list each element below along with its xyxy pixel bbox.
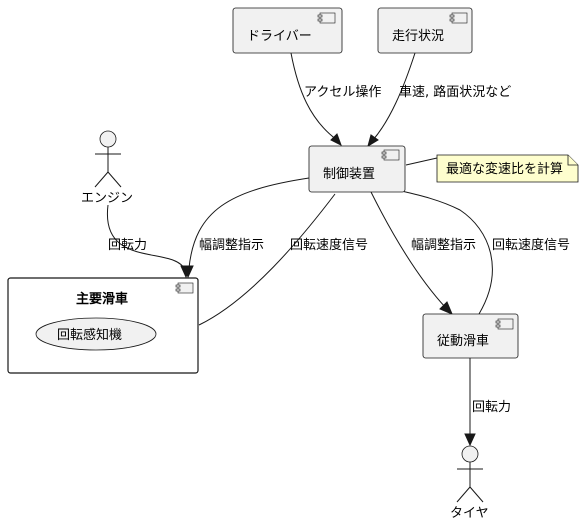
note-text: 最適な変速比を計算 [446,161,563,177]
edge-label-main-width: 幅調整指示 [199,238,264,253]
edge-label-accelerator: アクセル操作 [304,84,381,100]
component-driver[interactable]: ドライバー [232,7,343,54]
actor-tire[interactable]: タイヤ [450,445,489,521]
edge-label-tire-rotation: 回転力 [472,400,511,415]
component-driving-status[interactable]: 走行状況 [377,7,473,54]
actor-engine[interactable]: エンジン [81,130,133,206]
edge-driver-controller [290,52,338,141]
arrowhead [464,433,476,447]
actor-person-icon [456,445,484,503]
component-driver-label: ドライバー [247,29,312,44]
edge-label-engine-rotation: 回転力 [108,238,147,253]
note-connector [405,157,438,166]
actor-engine-label: エンジン [81,191,133,206]
edge-status-controller [372,52,416,141]
actor-tire-label: タイヤ [450,506,489,521]
edge-mainpulley-controller-speed [198,193,336,326]
edge-controller-mainpulley-width [188,177,310,269]
arrowhead [330,133,342,147]
usecase-rotation-sensor-label: 回転感知機 [57,327,122,343]
arrowhead [183,265,194,279]
actor-person-icon [94,130,122,188]
component-main-pulley[interactable]: 主要滑車 回転感知機 [7,277,199,374]
edge-label-main-speed: 回転速度信号 [290,237,368,253]
component-driven-pulley-label: 従動滑車 [437,334,489,349]
edge-engine-mainpulley [107,204,186,271]
arrowhead [439,301,453,315]
component-driven-pulley[interactable]: 従動滑車 [422,313,519,359]
edge-label-driven-width: 幅調整指示 [411,238,476,253]
usecase-rotation-sensor[interactable]: 回転感知機 [35,317,157,351]
note-optimal-ratio: 最適な変速比を計算 [436,154,579,183]
edge-label-speed-road: 車速, 路面状況など [399,84,511,100]
edge-controller-drivenpulley-width [370,191,447,309]
component-controller[interactable]: 制御装置 [308,145,406,193]
component-controller-label: 制御装置 [323,167,375,182]
arrowhead [367,134,379,148]
component-driving-status-label: 走行状況 [392,29,444,44]
component-main-pulley-label: 主要滑車 [76,291,128,307]
edge-label-driven-speed: 回転速度信号 [492,237,570,253]
